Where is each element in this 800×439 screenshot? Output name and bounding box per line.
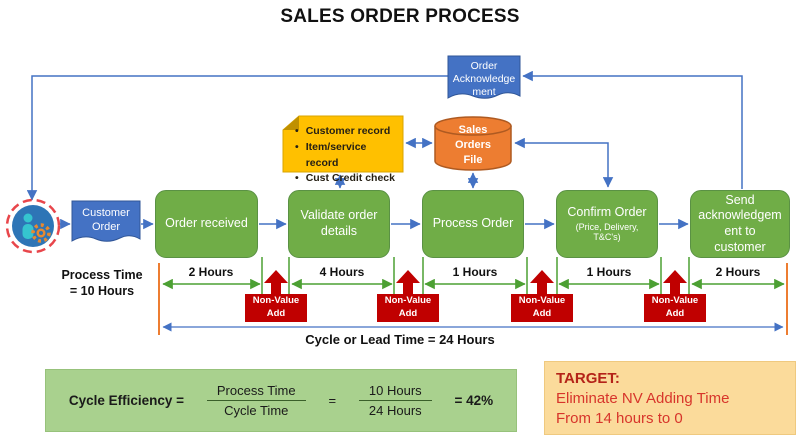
sales-orders-file-cylinder-body [434, 126, 512, 171]
segment-hours-label: 1 Hours [452, 265, 498, 279]
person-icon [23, 213, 33, 223]
customer-order-doc-shape [71, 200, 141, 242]
efficiency-formula-fraction: Process Time Cycle Time [206, 383, 306, 418]
customer-highlight-circle [5, 198, 61, 254]
order-acknowledgement-doc-shape [447, 55, 521, 99]
target-heading: TARGET: [556, 370, 620, 387]
cycle-efficiency-panel: Cycle Efficiency = Process Time Cycle Ti… [45, 369, 517, 432]
step-send-acknowledgement: Send acknowledgement to customer [690, 190, 790, 258]
process-time-label: Process Time = 10 Hours [61, 268, 143, 299]
non-value-add-badge: Non-Value Add [245, 294, 307, 322]
non-value-add-badge: Non-Value Add [377, 294, 439, 322]
bullet-icon: • [295, 125, 299, 137]
sales-orders-file-cylinder-top [434, 116, 512, 136]
sales-orders-file-label: Sales Orders File [454, 124, 492, 166]
step-validate-order: Validate order details [288, 190, 390, 258]
records-card-shape [282, 115, 404, 173]
step-confirm-order: Confirm Order (Price, Delivery, T&C's) [556, 190, 658, 258]
step-order-received: Order received [155, 190, 258, 258]
target-panel: TARGET: Eliminate NV Adding Time From 14… [544, 361, 796, 435]
bullet-icon: • [295, 172, 299, 185]
loop-arrow-to-customer [26, 75, 448, 201]
non-value-add-arrows [264, 270, 687, 295]
cycle-time-label: Cycle or Lead Time = 24 Hours [305, 332, 495, 347]
segment-hours-label: 2 Hours [715, 265, 761, 279]
target-line: Eliminate NV Adding Time [556, 389, 730, 407]
records-card-fold [283, 116, 299, 130]
segment-hours-label: 1 Hours [586, 265, 632, 279]
list-item: • Cust Credit check [295, 171, 399, 187]
order-acknowledgement-doc-label: Order Acknowledge ment [452, 60, 516, 99]
gear-icon [31, 223, 51, 243]
efficiency-label: Cycle Efficiency = [68, 393, 185, 408]
non-value-add-badge: Non-Value Add [644, 294, 706, 322]
equals-sign: = [328, 393, 337, 408]
list-item: • Customer record [295, 124, 399, 140]
page-title: SALES ORDER PROCESS [280, 6, 520, 27]
loop-arrow-from-send [522, 70, 743, 189]
efficiency-result: = 42% [454, 393, 494, 408]
efficiency-values-fraction: 10 Hours 24 Hours [358, 383, 432, 418]
step-process-order: Process Order [422, 190, 524, 258]
target-line: From 14 hours to 0 [556, 409, 683, 427]
segment-hours-label: 2 Hours [188, 265, 234, 279]
bullet-icon: • [295, 140, 299, 153]
cylinder-confirm-connector [514, 137, 614, 188]
segment-hours-label: 4 Hours [319, 265, 365, 279]
customer-icon [5, 198, 61, 254]
customer-order-doc-label: Customer Order [82, 207, 130, 233]
list-item: • Item/service record [295, 140, 367, 169]
records-card-list: • Customer record • Item/service record … [295, 124, 399, 187]
non-value-add-badge: Non-Value Add [511, 294, 573, 322]
